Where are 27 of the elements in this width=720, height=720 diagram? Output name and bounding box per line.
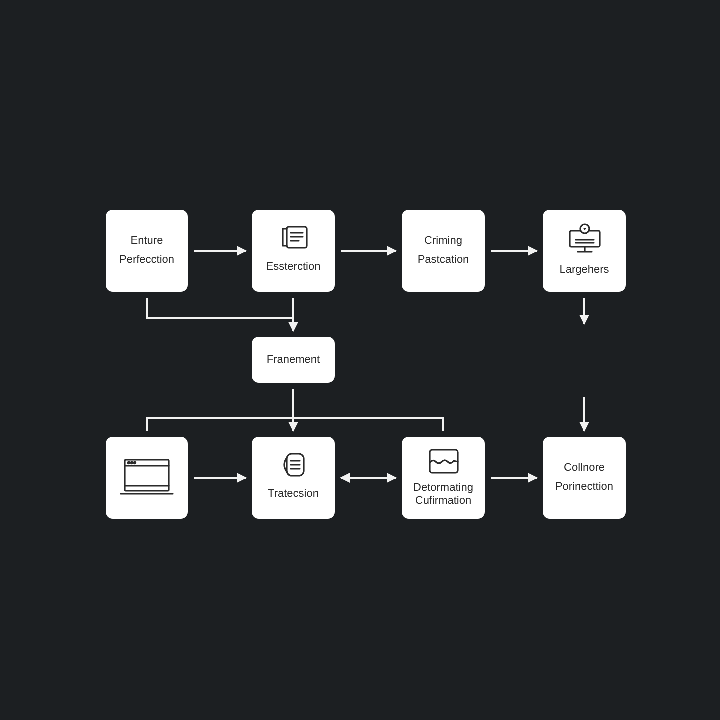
process-box	[543, 210, 626, 292]
process-box	[252, 210, 335, 292]
arrow	[194, 473, 247, 483]
arrow	[580, 298, 590, 325]
node-label: Largehers	[560, 263, 610, 278]
arrow	[580, 397, 590, 432]
arrow	[491, 246, 538, 256]
node-label: Franement	[266, 352, 320, 368]
node-label: Essterction	[266, 260, 321, 276]
node-label: Enture Perfecction	[118, 234, 176, 268]
node-label: Collnore Porinecttion	[554, 461, 615, 495]
arrow	[340, 473, 397, 483]
process-box	[543, 437, 626, 519]
process-box	[402, 437, 485, 519]
connector-line	[292, 389, 444, 431]
process-box	[252, 437, 335, 519]
arrow	[341, 246, 397, 256]
arrow	[288, 298, 298, 332]
process-box	[252, 337, 335, 383]
arrow	[194, 246, 247, 256]
node-label: Criming Pastcation	[416, 234, 470, 268]
arrow	[491, 473, 538, 483]
process-box	[402, 210, 485, 292]
process-box	[106, 210, 188, 292]
process-box	[106, 437, 188, 519]
node-label: Detormating Cufirmation	[412, 482, 474, 508]
node-label: Tratecsion	[268, 487, 319, 502]
